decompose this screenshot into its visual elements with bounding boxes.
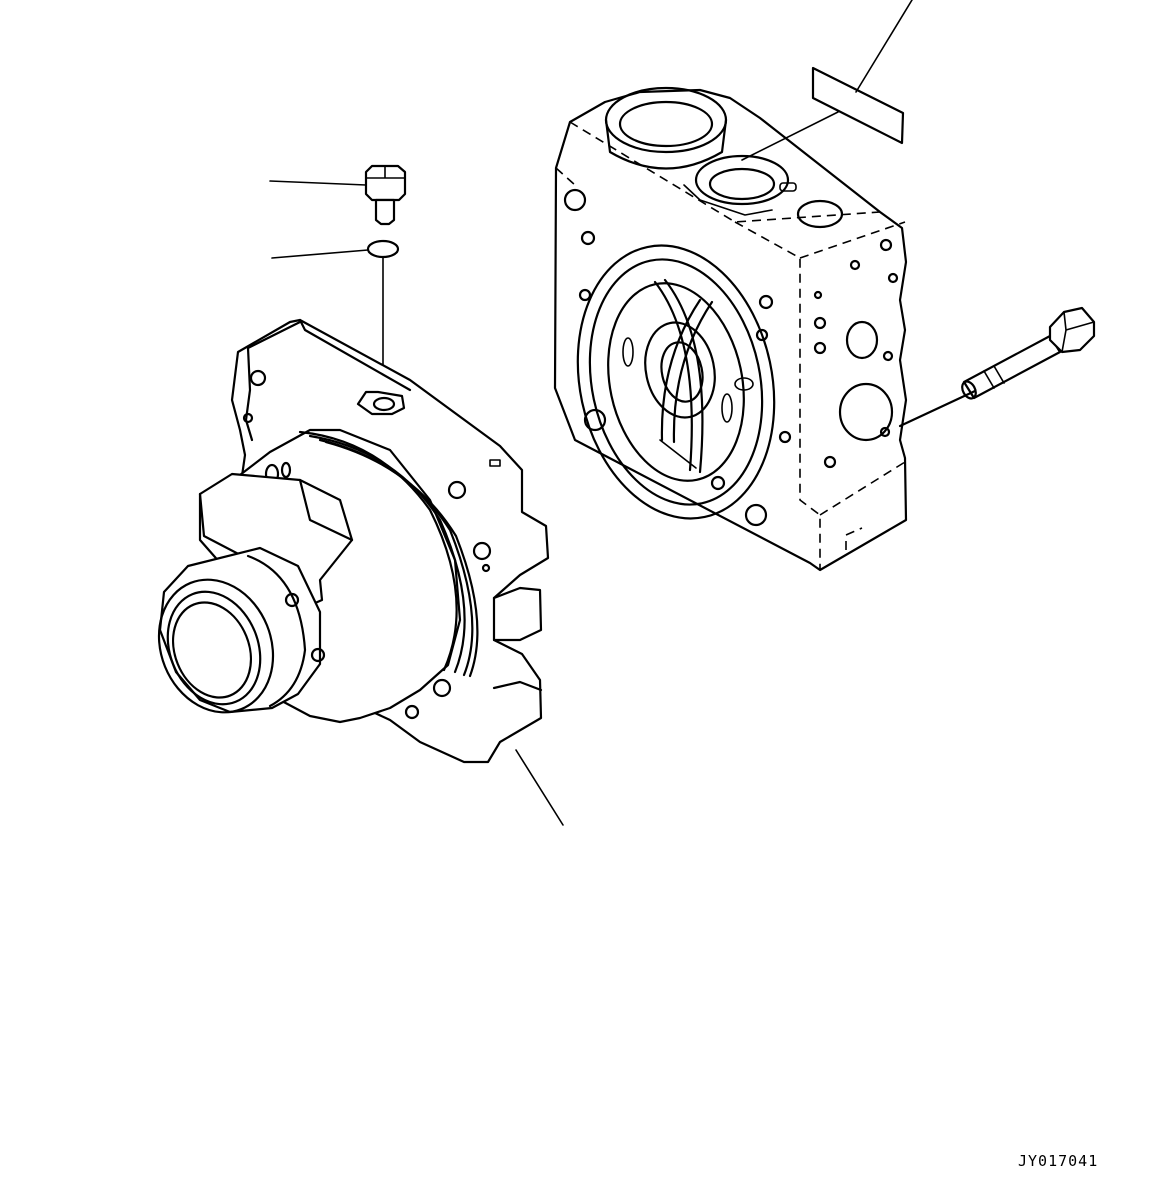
plug: [364, 164, 407, 226]
leader-plug: [269, 180, 367, 186]
pump-case: [157, 318, 564, 826]
leader-lines: [269, 0, 913, 259]
valve-block: [553, 86, 908, 572]
leader-label-plate: [855, 0, 913, 93]
drawing-code: JY017041: [1018, 1152, 1099, 1170]
leader-o-ring: [271, 249, 369, 259]
mounting-bolt: [898, 306, 1096, 428]
leader-label-to-block: [741, 111, 839, 161]
label-plate: [811, 66, 905, 145]
